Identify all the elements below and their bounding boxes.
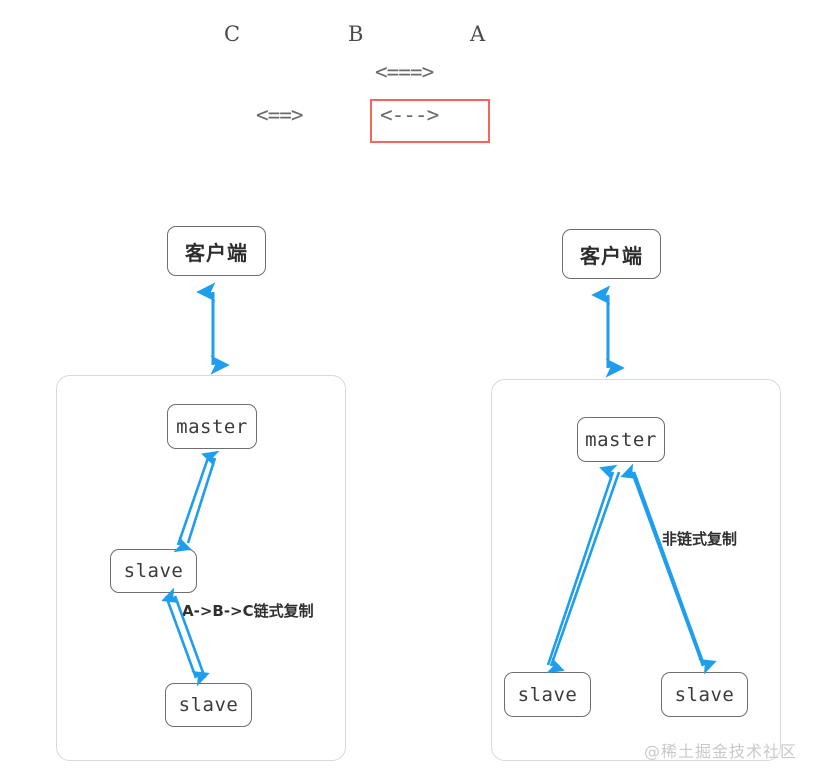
left-master-box[interactable]: master (167, 404, 257, 449)
left-slave-box-1[interactable]: slave (110, 549, 197, 593)
left-client-box[interactable]: 客户端 (167, 226, 266, 276)
right-master-box[interactable]: master (577, 417, 665, 462)
left-master-label: master (176, 415, 248, 438)
left-client-label: 客户端 (185, 240, 248, 265)
right-edge-caption: 非链式复制 (662, 530, 738, 548)
watermark: @稀土掘金技术社区 (644, 742, 798, 761)
right-master-label: master (585, 428, 657, 451)
left-edge-caption: A->B->C链式复制 (182, 602, 314, 620)
right-client-label: 客户端 (580, 243, 643, 268)
right-slave-box-1[interactable]: slave (504, 672, 591, 717)
left-slave-box-2[interactable]: slave (165, 683, 252, 727)
right-slave-label-2: slave (674, 683, 735, 706)
right-slave-label-1: slave (517, 683, 578, 706)
legend-highlight-box (370, 99, 490, 143)
legend-label-b: B (348, 22, 364, 46)
right-client-box[interactable]: 客户端 (562, 229, 661, 279)
legend-label-c: C (224, 22, 241, 46)
left-slave-label-2: slave (178, 694, 239, 716)
legend-arrow-dashed: <---> (380, 103, 439, 127)
legend-arrow-b-to-a: <===> (375, 60, 434, 84)
legend-arrow-c-to-b: <==> (256, 103, 304, 127)
legend-label-a: A (470, 22, 486, 46)
left-slave-label-1: slave (123, 560, 184, 582)
right-slave-box-2[interactable]: slave (661, 672, 748, 717)
